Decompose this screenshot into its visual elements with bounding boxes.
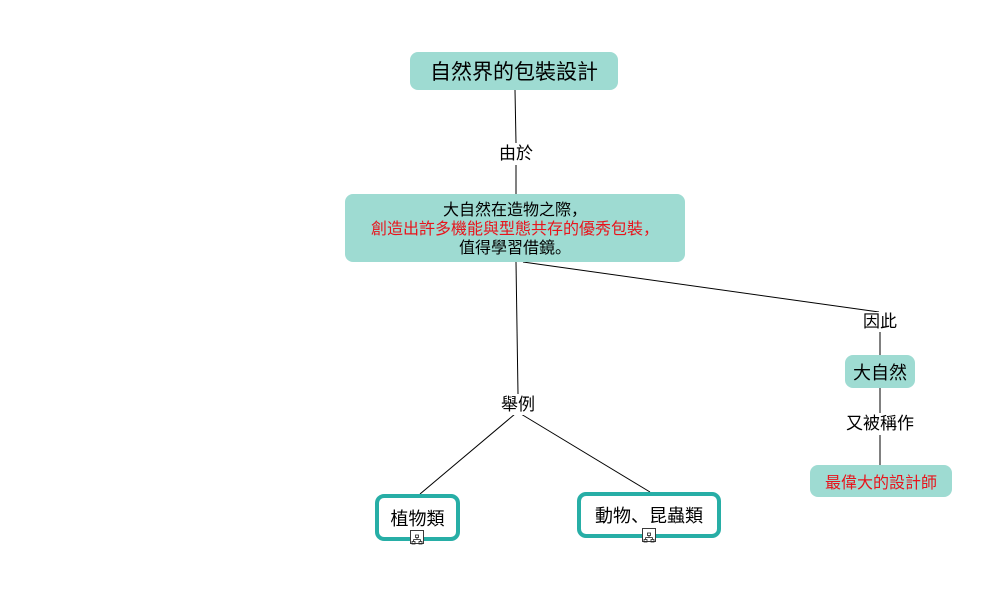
link-label-therefore: 因此 — [858, 312, 902, 332]
connector-concept-to-therefore — [522, 261, 880, 313]
concept-line-2-highlight: 創造出許多機能與型態共存的優秀包裝， — [370, 218, 659, 238]
concept-node[interactable]: 大自然在造物之際， 創造出許多機能與型態共存的優秀包裝， 值得學習借鏡。 — [345, 194, 685, 262]
designer-node[interactable]: 最偉大的設計師 — [810, 465, 952, 497]
concept-node-text: 大自然在造物之際， 創造出許多機能與型態共存的優秀包裝， 值得學習借鏡。 — [371, 200, 659, 257]
link-label-also-called: 又被稱作 — [842, 414, 918, 434]
concept-map-link-icon[interactable] — [410, 530, 424, 545]
plants-node-label: 植物類 — [390, 508, 445, 530]
concept-line-3: 值得學習借鏡。 — [458, 237, 571, 257]
connector-root-to-because — [514, 89, 517, 144]
designer-node-label: 最偉大的設計師 — [824, 473, 937, 492]
link-label-example: 舉例 — [496, 395, 540, 415]
link-label-because: 由於 — [494, 144, 538, 164]
nature-node-label: 大自然 — [853, 362, 907, 384]
connector-concept-to-example — [515, 261, 519, 395]
concept-map-link-icon[interactable] — [642, 528, 656, 543]
connector-example-to-plants — [419, 413, 516, 495]
nature-node[interactable]: 大自然 — [845, 355, 915, 388]
root-node-label: 自然界的包裝設計 — [430, 60, 598, 84]
root-node[interactable]: 自然界的包裝設計 — [410, 52, 618, 90]
concept-line-1: 大自然在造物之際， — [442, 199, 587, 219]
connector-example-to-animals — [520, 413, 651, 493]
animals-node-label: 動物、昆蟲類 — [595, 506, 703, 527]
